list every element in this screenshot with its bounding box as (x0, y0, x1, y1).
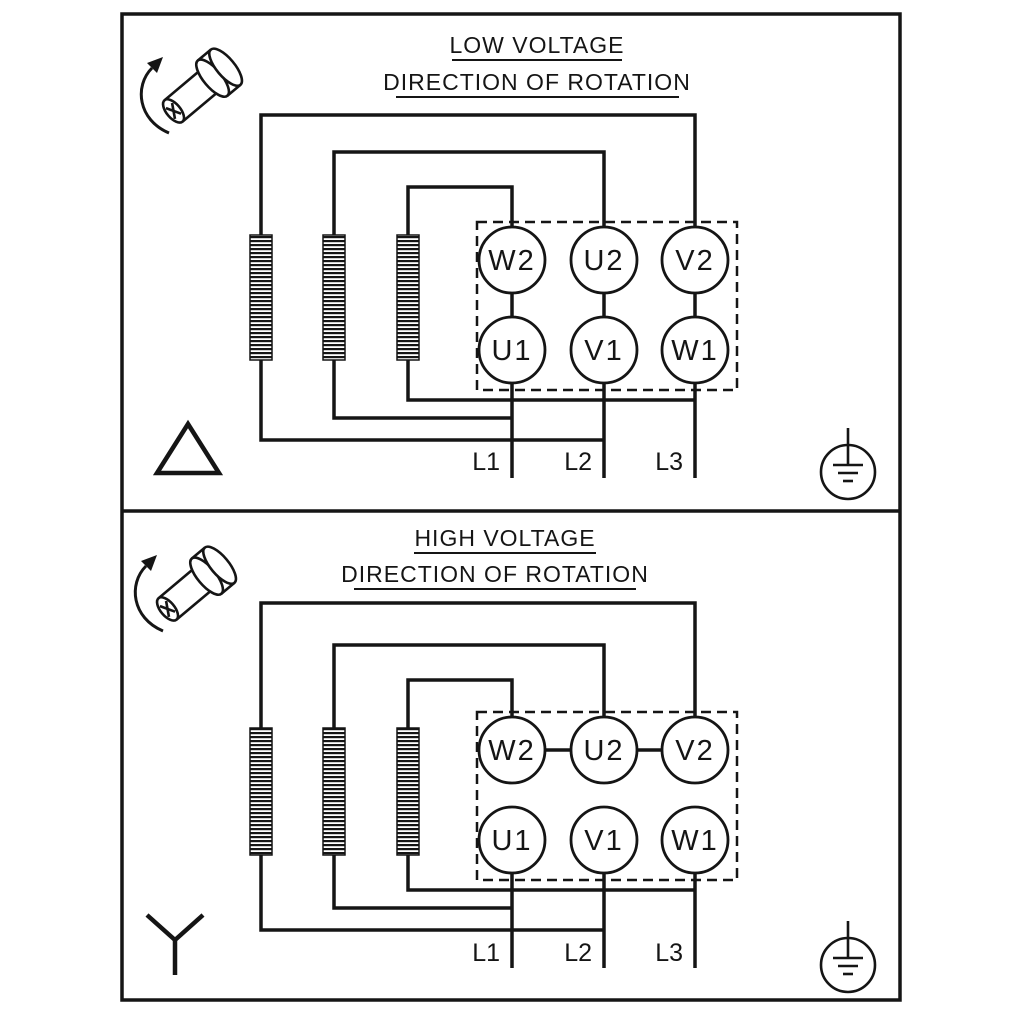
terminal-u2: U2 (569, 225, 639, 295)
panel-subtitle: DIRECTION OF ROTATION (341, 561, 649, 587)
terminal-circle (477, 715, 547, 785)
terminal-label: U2 (583, 735, 624, 767)
terminal-circle (569, 805, 639, 875)
terminal-label: V2 (675, 735, 714, 767)
winding3-bottom-wire (406, 360, 695, 402)
terminal-v1: V1 (569, 805, 639, 875)
terminal-label: V1 (584, 335, 623, 367)
winding1-top-wire (259, 601, 697, 728)
terminal-v2: V2 (660, 225, 730, 295)
terminal-label: U1 (491, 825, 532, 857)
terminal-box (475, 220, 739, 392)
shaft-icon (161, 47, 244, 124)
terminal-u1: U1 (477, 805, 547, 875)
panel-low-voltage: LOW VOLTAGE DIRECTION OF ROTATION (139, 32, 877, 501)
terminal-w2: W2 (477, 225, 547, 295)
winding3-top-wire (406, 185, 514, 235)
shaft-face-cross (164, 600, 171, 618)
ground-icon (819, 428, 877, 501)
shaft-icon (155, 545, 238, 622)
panel-title: HIGH VOLTAGE (414, 525, 595, 551)
star-arm-right (173, 913, 205, 942)
terminal-v1: V1 (569, 315, 639, 385)
terminal-circle (660, 715, 730, 785)
winding2-top-wire (332, 150, 606, 235)
terminal-label: W2 (488, 245, 536, 277)
star-arm-left (145, 913, 177, 942)
supply-line-label-l3: L3 (655, 448, 683, 476)
shaft-collar-front (208, 47, 244, 88)
winding1-bottom-wire (259, 855, 604, 932)
shaft-collar-front (202, 545, 238, 586)
terminal-circle (569, 315, 639, 385)
rotation-direction-icon (133, 545, 238, 633)
terminal-w1: W1 (660, 315, 730, 385)
terminal-circle (660, 225, 730, 295)
winding-coil-2 (322, 727, 346, 856)
supply-line-label-l1: L1 (472, 939, 500, 967)
winding2-bottom-wire (332, 360, 512, 420)
panel-title: LOW VOLTAGE (449, 32, 624, 58)
terminal-circle (477, 225, 547, 295)
terminal-v2: V2 (660, 715, 730, 785)
panel-high-voltage: HIGH VOLTAGE DIRECTION OF ROTATION (133, 525, 877, 994)
panel-subtitle: DIRECTION OF ROTATION (383, 69, 691, 95)
terminal-label: U2 (583, 245, 624, 277)
winding1-top-wire (259, 113, 697, 235)
winding1-bottom-wire (259, 360, 604, 442)
rotation-arrowhead (141, 555, 157, 571)
terminal-label: V1 (584, 825, 623, 857)
rotation-arrowhead (147, 57, 163, 73)
terminal-circle (477, 805, 547, 875)
supply-line-label-l3: L3 (655, 939, 683, 967)
terminal-label: W1 (671, 335, 719, 367)
rotation-direction-icon (139, 47, 244, 135)
terminal-label: V2 (675, 245, 714, 277)
terminal-w1: W1 (660, 805, 730, 875)
supply-line-label-l2: L2 (564, 448, 592, 476)
winding2-top-wire (332, 643, 606, 728)
terminal-label: W2 (488, 735, 536, 767)
supply-line-label-l2: L2 (564, 939, 592, 967)
terminal-circle (569, 225, 639, 295)
terminal-circle (660, 315, 730, 385)
delta-icon (152, 419, 224, 476)
terminal-box (475, 710, 739, 882)
shaft-face-cross (170, 102, 177, 120)
winding3-bottom-wire (406, 855, 695, 892)
terminal-label: U1 (491, 335, 532, 367)
terminal-u2: U2 (569, 715, 639, 785)
winding-coil-3 (396, 234, 420, 361)
terminal-circle (569, 715, 639, 785)
ground-icon (819, 921, 877, 994)
winding3-top-wire (406, 678, 514, 728)
terminal-label: W1 (671, 825, 719, 857)
winding-coil-1 (249, 727, 273, 856)
rotation-arrow-curve (133, 564, 164, 633)
terminal-circle (660, 805, 730, 875)
terminal-u1: U1 (477, 315, 547, 385)
winding-coil-3 (396, 727, 420, 856)
winding-coil-1 (249, 234, 273, 361)
terminal-w2: W2 (477, 715, 547, 785)
rotation-arrow-curve (139, 66, 170, 135)
winding2-bottom-wire (332, 855, 512, 910)
star-icon (145, 913, 205, 975)
supply-line-label-l1: L1 (472, 448, 500, 476)
terminal-circle (477, 315, 547, 385)
winding-coil-2 (322, 234, 346, 361)
outer-border (120, 12, 902, 1002)
